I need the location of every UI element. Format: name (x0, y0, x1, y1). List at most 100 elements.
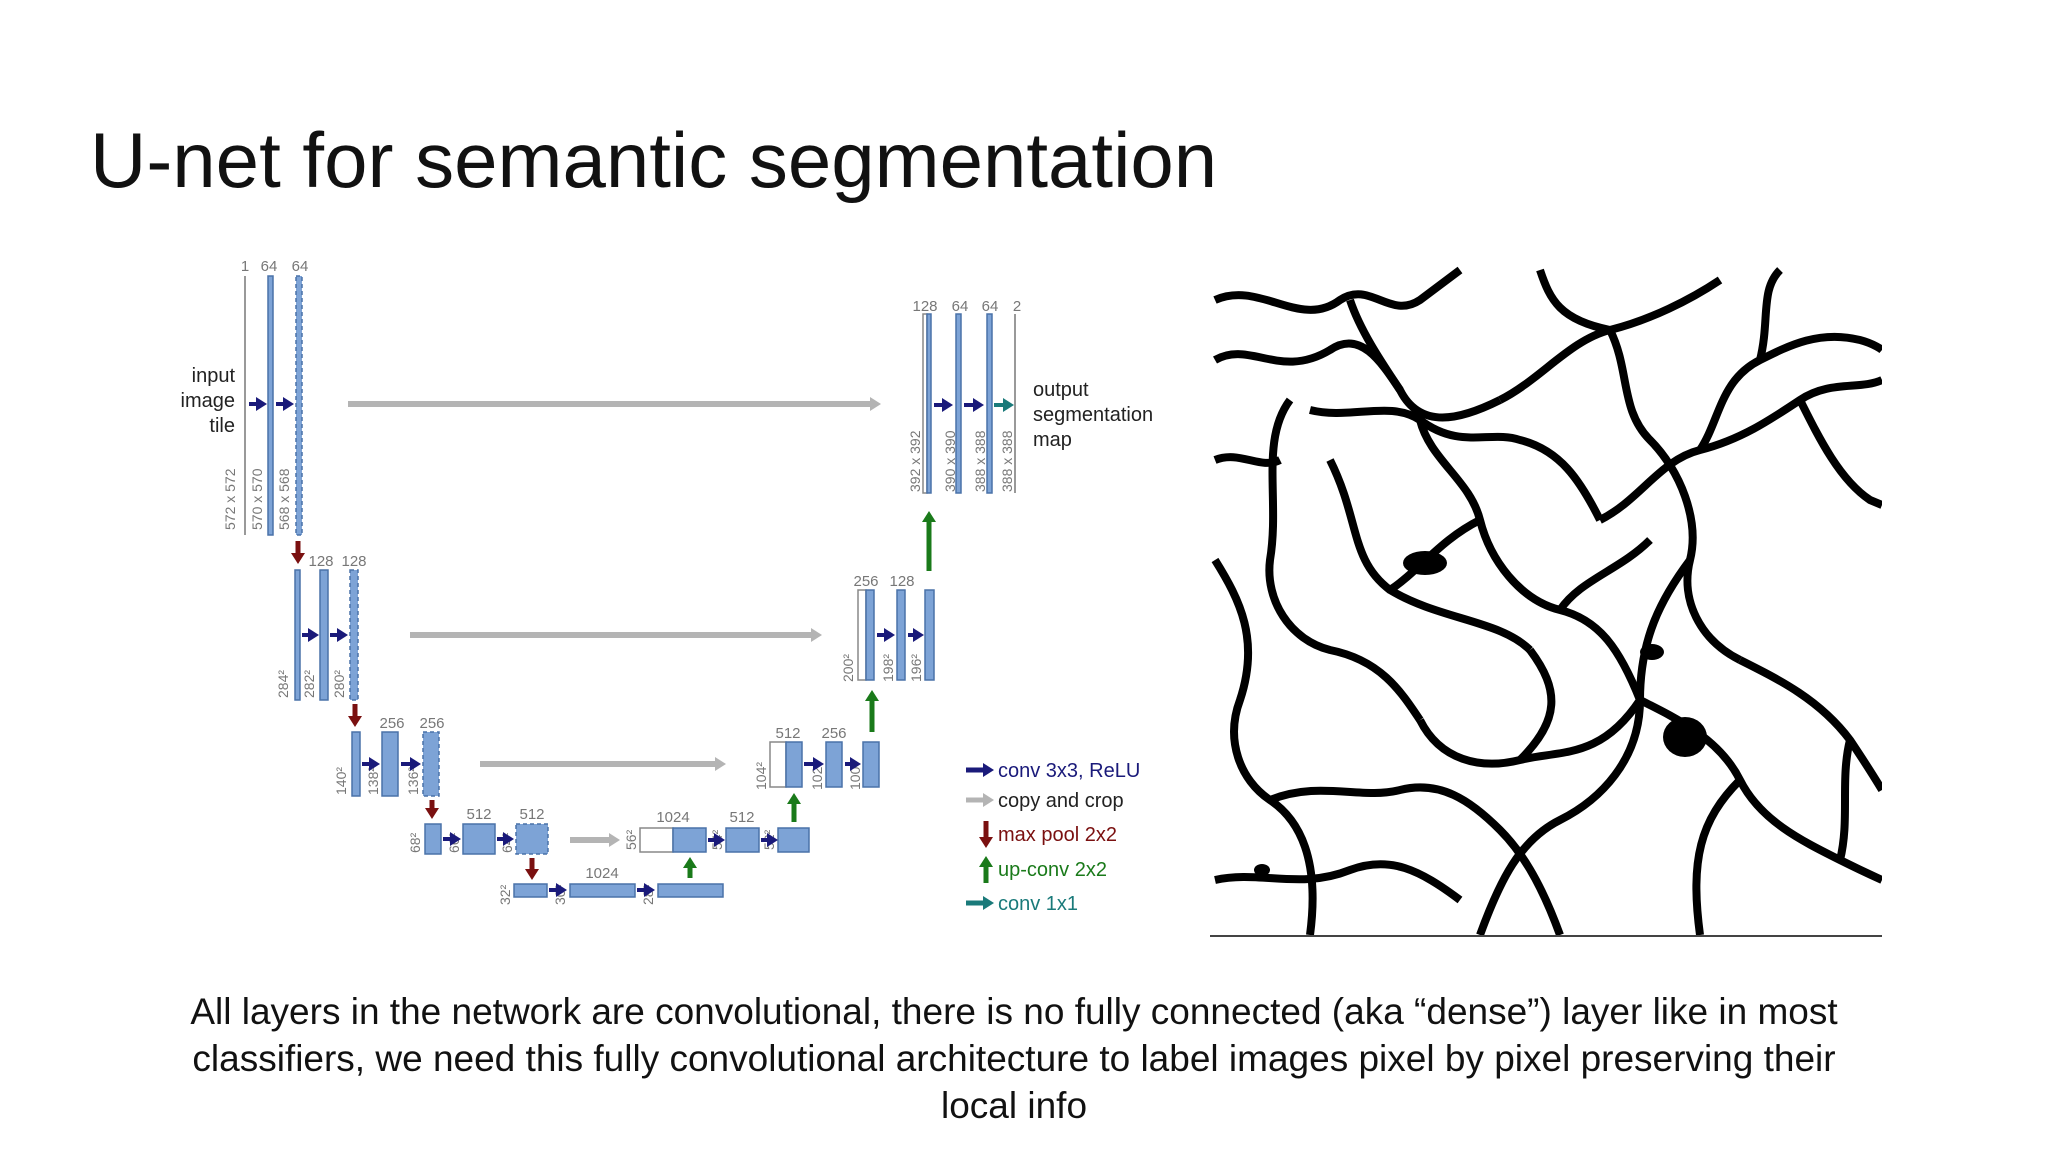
l1-channel-label-1: 1 (241, 258, 249, 275)
legend-label-5: conv 1x1 (998, 893, 1078, 915)
l1-channel-label-2: 64 (261, 258, 278, 275)
up-conv-arrow-4-head (922, 511, 936, 522)
l1-size-label-1: 572 x 572 (222, 468, 238, 530)
u3-size-label-1: 104² (753, 762, 769, 790)
bottom-map-3 (658, 884, 723, 897)
u1-conv-arrow-1-head (942, 398, 953, 412)
u4-channel-label-2: 512 (729, 809, 754, 826)
u3-map-3 (863, 742, 879, 787)
max-pool-arrow-4-head (525, 869, 539, 880)
l3-map-2 (382, 732, 398, 796)
u3-copied-map (770, 742, 786, 787)
u1-conv1x1-arrow-head (1003, 398, 1014, 412)
l3-map-3 (423, 732, 439, 796)
l1-channel-label-3: 64 (292, 258, 309, 275)
u4-map-2 (726, 828, 759, 852)
u1-conv-arrow-2-head (973, 398, 984, 412)
u1-size-label-4: 388 x 388 (999, 430, 1015, 492)
l1-size-label-3: 568 x 568 (276, 468, 292, 530)
u4-copied-map (640, 828, 673, 852)
u1-channel-label-2: 64 (952, 298, 969, 315)
u1-size-label-1: 392 x 392 (907, 430, 923, 492)
bottom-size-label-1: 32² (497, 884, 513, 905)
l4-map-2 (463, 824, 495, 854)
u4-channel-label-1: 1024 (656, 809, 689, 826)
l1-size-label-2: 570 x 570 (249, 468, 265, 530)
bottom-map-2 (570, 884, 635, 897)
u2-upsampled-map (866, 590, 874, 680)
l2-conv-arrow-2-head (337, 628, 348, 642)
legend-arrow-3-head (979, 837, 993, 848)
output-label-line-3: map (1033, 429, 1072, 451)
legend-arrow-4-head (979, 856, 993, 867)
u2-channel-label-1: 256 (853, 573, 878, 590)
l2-size-label-1: 284² (275, 670, 291, 698)
l3-channel-label-1: 256 (379, 715, 404, 732)
legend-arrow-5-head (983, 896, 994, 910)
u1-channel-label-4: 2 (1013, 298, 1021, 315)
u1-size-label-3: 388 x 388 (972, 430, 988, 492)
caption-line-2: classifiers, we need this fully convolut… (110, 1035, 1918, 1082)
l1-map-2 (296, 276, 302, 535)
copy-crop-arrow-l4-head (609, 833, 620, 847)
segmentation-background (1210, 262, 1882, 937)
u2-map-3 (925, 590, 934, 680)
bottom-channel-label-1: 1024 (585, 865, 618, 882)
l2-conv-arrow-1-head (308, 628, 319, 642)
legend-label-4: up-conv 2x2 (998, 859, 1107, 881)
copy-crop-arrow-l2-head (811, 628, 822, 642)
max-pool-arrow-3-head (425, 808, 439, 819)
max-pool-arrow-1-head (291, 553, 305, 564)
l4-map-1 (425, 824, 441, 854)
u3-channel-label-1: 512 (775, 725, 800, 742)
l2-size-label-3: 280² (331, 670, 347, 698)
legend-label-3: max pool 2x2 (998, 824, 1117, 846)
l3-size-label-2: 138² (365, 767, 381, 795)
bottom-map-1 (514, 884, 547, 897)
u4-upsampled-map (673, 828, 706, 852)
u2-map-2 (897, 590, 905, 680)
segmentation-map-image (1210, 262, 1882, 937)
l3-size-label-1: 140² (333, 767, 349, 795)
up-conv-arrow-1-head (683, 857, 697, 868)
legend-arrow-2-head (983, 793, 994, 807)
l3-map-1 (352, 732, 360, 796)
l3-channel-label-2: 256 (419, 715, 444, 732)
u1-upsampled-map (927, 314, 931, 493)
up-conv-arrow-2-head (787, 793, 801, 804)
l1-map-1 (268, 276, 273, 535)
u4-map-3 (778, 828, 809, 852)
l2-size-label-2: 282² (301, 670, 317, 698)
copy-crop-arrow-l3-head (715, 757, 726, 771)
u2-size-label-3: 196² (908, 654, 924, 682)
l2-channel-label-1: 128 (308, 553, 333, 570)
l4-channel-label-1: 512 (466, 806, 491, 823)
legend-label-1: conv 3x3, ReLU (998, 760, 1140, 782)
max-pool-arrow-2-head (348, 716, 362, 727)
u1-channel-label-1: 128 (912, 298, 937, 315)
output-label-line-1: output (1033, 379, 1089, 401)
l2-map-2 (320, 570, 328, 700)
l2-channel-label-2: 128 (341, 553, 366, 570)
u3-upsampled-map (786, 742, 802, 787)
up-conv-arrow-3-head (865, 690, 879, 701)
u2-channel-label-2: 128 (889, 573, 914, 590)
legend-label-2: copy and crop (998, 790, 1124, 812)
u1-size-label-2: 390 x 390 (942, 430, 958, 492)
u1-channel-label-3: 64 (982, 298, 999, 315)
legend-arrow-1-head (983, 763, 994, 777)
input-label-line-2: image (181, 390, 235, 412)
l4-map-3 (516, 824, 548, 854)
l2-map-3 (350, 570, 358, 700)
u2-conv-arrow-1-head (884, 628, 895, 642)
l4-size-label-1: 68² (407, 832, 423, 853)
l2-map-1 (295, 570, 300, 700)
l3-size-label-3: 136² (405, 767, 421, 795)
l1-conv-arrow-1-head (256, 397, 267, 411)
u3-map-2 (826, 742, 842, 787)
u4-size-label-1: 56² (623, 829, 639, 850)
l4-channel-label-2: 512 (519, 806, 544, 823)
caption-line-1: All layers in the network are convolutio… (110, 988, 1918, 1035)
